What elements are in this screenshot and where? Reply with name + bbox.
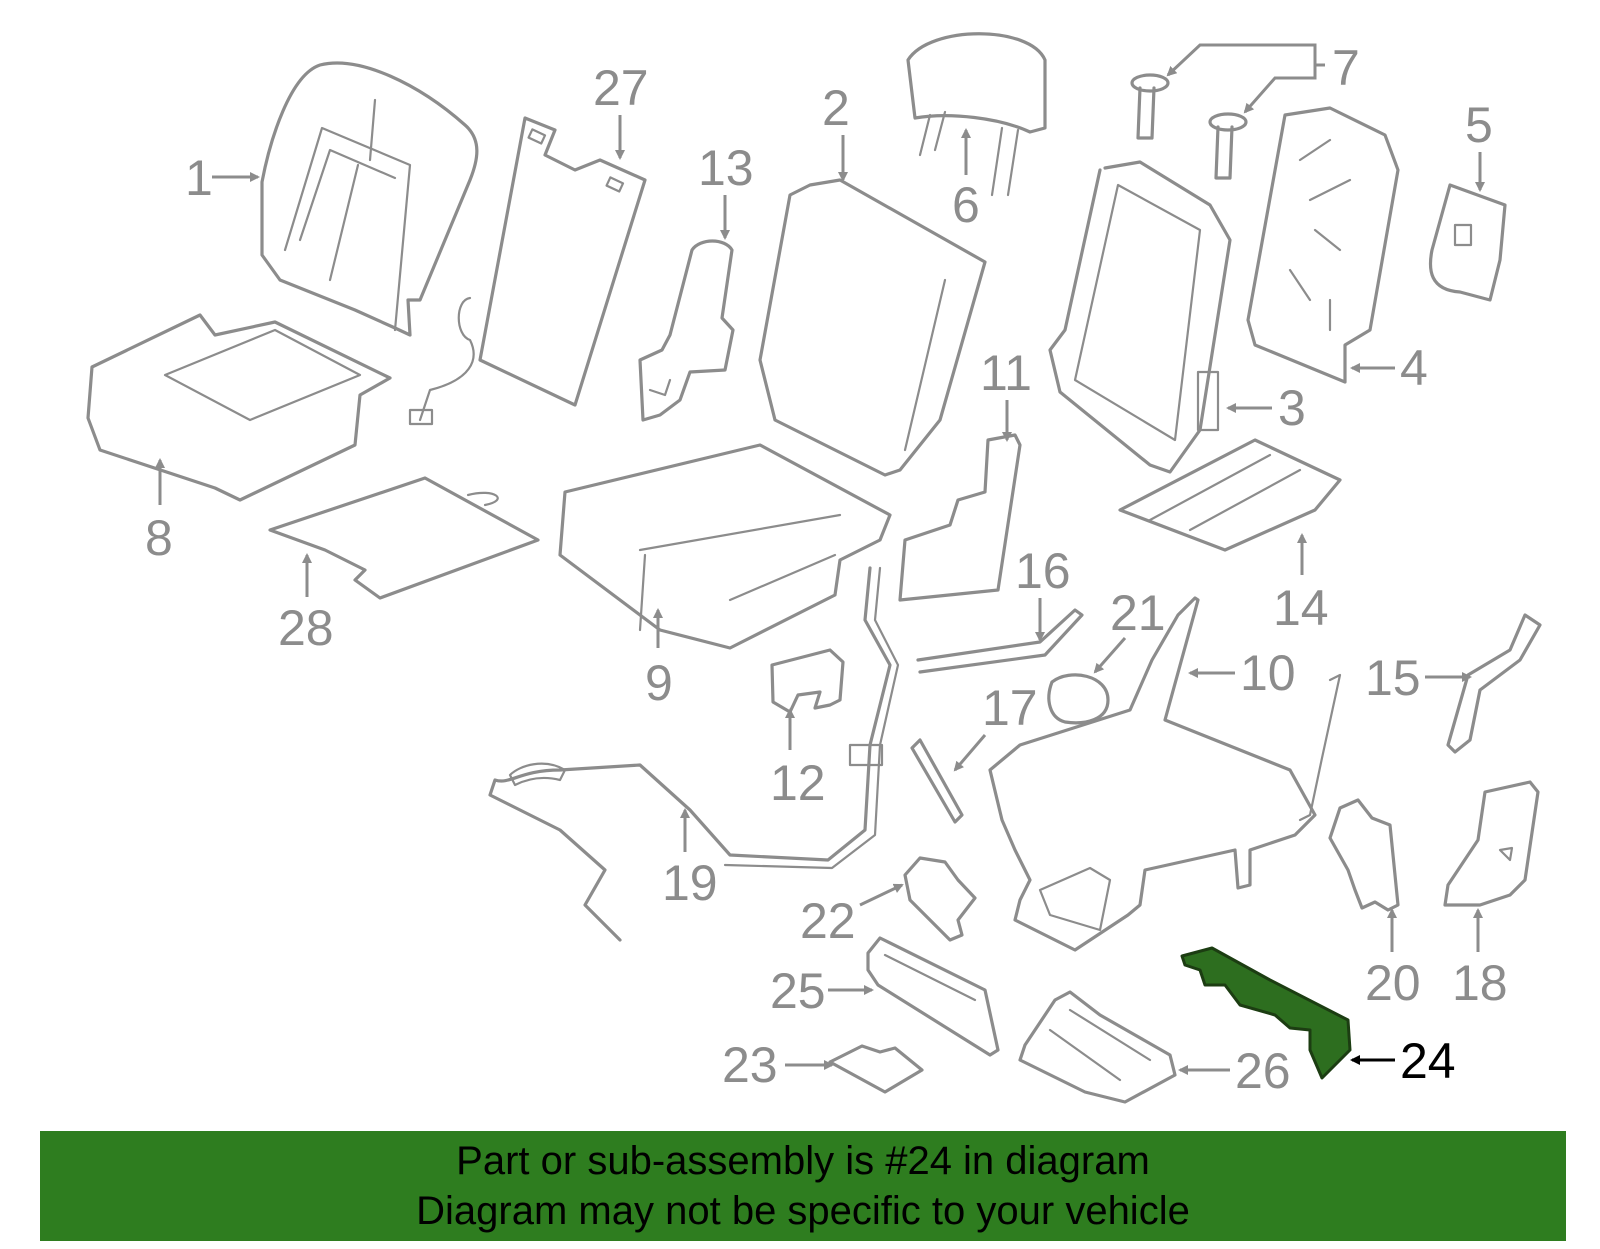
svg-text:20: 20: [1365, 955, 1421, 1011]
part-17-rod: [910, 738, 964, 824]
svg-text:13: 13: [698, 140, 754, 196]
callout-26: 26: [1178, 1043, 1291, 1099]
info-banner: Part or sub-assembly is #24 in diagram D…: [40, 1131, 1566, 1241]
svg-text:8: 8: [145, 510, 173, 566]
callout-25: 25: [770, 963, 874, 1019]
part-4-back-panel: [1246, 106, 1400, 384]
callout-9: 9: [645, 608, 673, 711]
callout-19: 19: [662, 808, 718, 911]
callout-14: 14: [1273, 533, 1329, 636]
callout-5: 5: [1465, 97, 1493, 192]
part-3-frame: [1048, 160, 1232, 474]
svg-text:1: 1: [185, 150, 213, 206]
callout-17: 17: [953, 680, 1038, 772]
callout-3: 3: [1226, 380, 1306, 436]
part-12-bracket: [770, 648, 845, 714]
callout-10: 10: [1188, 645, 1296, 701]
svg-text:5: 5: [1465, 97, 1493, 153]
callout-18: 18: [1452, 908, 1508, 1011]
part-1-seatback-cover: [260, 61, 479, 337]
callout-28: 28: [278, 553, 334, 656]
svg-text:23: 23: [722, 1037, 778, 1093]
svg-text:24: 24: [1400, 1033, 1456, 1089]
callout-8: 8: [145, 458, 173, 566]
callout-24-highlighted: 24: [1350, 1033, 1456, 1089]
part-18-trim: [1443, 780, 1540, 907]
part-8-cushion-cover: [86, 313, 392, 502]
callout-12: 12: [770, 708, 826, 811]
callout-4: 4: [1350, 340, 1428, 396]
svg-text:16: 16: [1015, 543, 1071, 599]
callout-15: 15: [1365, 650, 1472, 706]
svg-text:7: 7: [1332, 40, 1360, 96]
svg-text:21: 21: [1110, 585, 1166, 641]
part-27-back-panel: [408, 116, 647, 426]
part-5-handle: [1428, 183, 1507, 302]
svg-text:12: 12: [770, 755, 826, 811]
part-7-pins: [1130, 73, 1248, 180]
svg-text:2: 2: [822, 80, 850, 136]
banner-line-2: Diagram may not be specific to your vehi…: [416, 1189, 1190, 1233]
part-14-mat: [1118, 438, 1342, 552]
callout-2: 2: [822, 80, 850, 182]
svg-text:28: 28: [278, 600, 334, 656]
callout-11: 11: [980, 345, 1032, 442]
callout-21: 21: [1093, 585, 1166, 674]
svg-text:27: 27: [593, 60, 649, 116]
part-25-cover: [866, 936, 1000, 1057]
part-10-seat-frame: [988, 596, 1342, 952]
svg-text:6: 6: [952, 177, 980, 233]
callout-23: 23: [722, 1037, 834, 1093]
svg-text:26: 26: [1235, 1043, 1291, 1099]
svg-text:25: 25: [770, 963, 826, 1019]
callout-27: 27: [593, 60, 649, 160]
part-11-trim: [898, 433, 1022, 602]
part-16-rod: [916, 608, 1084, 674]
part-20-bracket: [1328, 798, 1400, 912]
svg-text:3: 3: [1278, 380, 1306, 436]
part-9-cushion: [558, 443, 892, 650]
svg-text:15: 15: [1365, 650, 1421, 706]
svg-text:9: 9: [645, 655, 673, 711]
svg-text:19: 19: [662, 855, 718, 911]
callout-7: 7: [1166, 40, 1360, 114]
svg-text:14: 14: [1273, 580, 1329, 636]
callout-20: 20: [1365, 908, 1421, 1011]
part-2-seatback: [758, 178, 987, 477]
part-19-cable: [488, 566, 900, 942]
svg-text:17: 17: [982, 680, 1038, 736]
part-28-pad: [268, 476, 540, 600]
banner-line-1: Part or sub-assembly is #24 in diagram: [456, 1139, 1150, 1183]
svg-text:22: 22: [800, 893, 856, 949]
svg-text:11: 11: [980, 345, 1032, 401]
part-6-headrest: [906, 32, 1047, 197]
callout-16: 16: [1015, 543, 1071, 642]
callout-1: 1: [185, 150, 260, 206]
svg-text:18: 18: [1452, 955, 1508, 1011]
part-26-shield: [1018, 990, 1177, 1104]
part-13-trim: [638, 239, 735, 422]
part-21-cap: [1047, 673, 1110, 725]
part-22-bracket: [903, 856, 977, 942]
callout-22: 22: [800, 883, 904, 949]
svg-text:10: 10: [1240, 645, 1296, 701]
part-15-trim: [1446, 613, 1542, 754]
callout-13: 13: [698, 140, 754, 240]
part-24-highlighted: [1180, 946, 1352, 1080]
callout-6: 6: [952, 128, 980, 233]
part-23-plate: [828, 1044, 924, 1094]
svg-text:4: 4: [1400, 340, 1428, 396]
